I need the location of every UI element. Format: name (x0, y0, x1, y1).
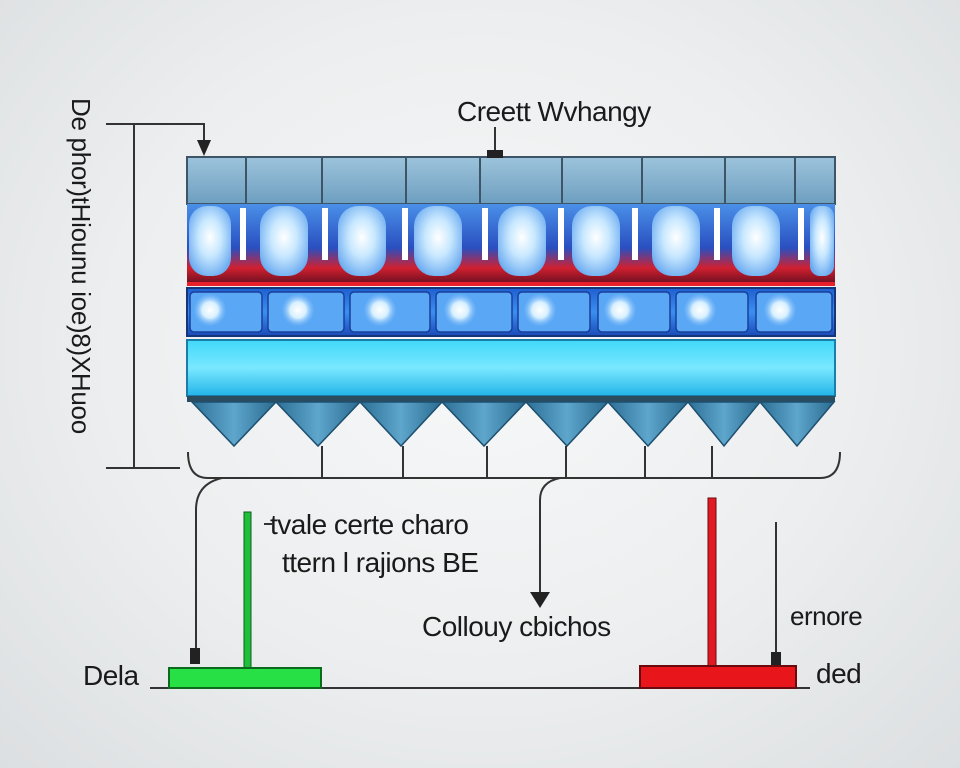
led-pins (240, 208, 804, 260)
top-strip (186, 156, 836, 205)
center-label: Collouy cbichos (422, 611, 611, 642)
middle-label-line-1: tvale certe charo (270, 509, 469, 540)
right-bottom-label: ded (816, 658, 862, 689)
side-vertical-label: De phor)tHiounu ioe)8)XHuoo (66, 98, 96, 434)
pyramid-row (190, 401, 836, 448)
terminals (190, 140, 781, 666)
red-electrode (639, 497, 797, 689)
blue-cell-layer (186, 287, 836, 337)
led-layer (187, 204, 835, 286)
middle-label-line-2: ttern l rajions BE (282, 547, 479, 578)
right-upper-label: ernore (790, 601, 863, 631)
left-bottom-label: Dela (83, 660, 139, 691)
cyan-layer (186, 339, 836, 402)
diagram-title-label: Creett Wvhangy (457, 96, 651, 127)
green-electrode (168, 511, 322, 689)
led-bulbs (189, 206, 834, 276)
